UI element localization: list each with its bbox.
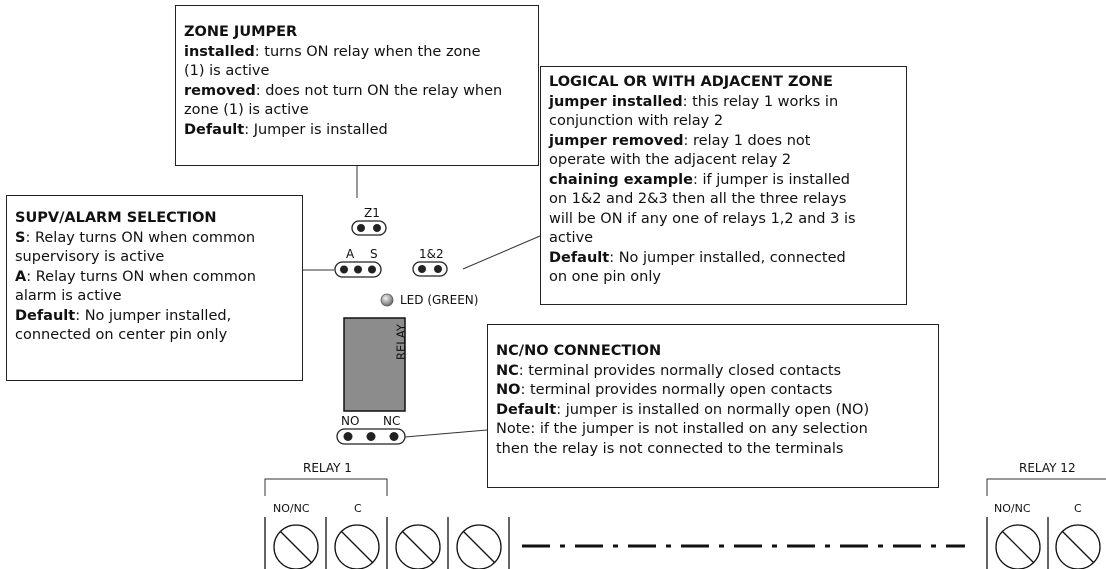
nonc-label-relay12: NO/NC [994, 502, 1031, 515]
removed-key: removed [184, 82, 256, 99]
supv-alarm-title: SUPV/ALARM SELECTION [15, 210, 217, 226]
zone-jumper-line1: : turns ON relay when the zone [254, 43, 481, 60]
nc-no-line4: Note: if the jumper is not installed on … [496, 421, 868, 437]
zone-jumper-line4: zone (1) is active [184, 102, 309, 118]
logical-or-line6: on 1&2 and 2&3 then all the three relays [549, 191, 847, 207]
nc-no-line2: : terminal provides normally open contac… [520, 382, 833, 398]
nc-no-jumper [336, 428, 406, 445]
zone-jumper-line3: : does not turn ON the relay when [255, 82, 503, 99]
relay-label: RELAY [394, 324, 408, 360]
s-key: S [15, 229, 26, 246]
supv-line3: : Relay turns ON when common [26, 268, 256, 285]
a-label: A [346, 247, 355, 261]
jumper-installed-key: jumper installed [549, 93, 683, 110]
no-label: NO [341, 414, 360, 428]
z1-jumper [351, 220, 387, 236]
led-label: LED (GREEN) [400, 293, 479, 307]
supv-alarm-callout: SUPV/ALARM SELECTION S: Relay turns ON w… [6, 195, 303, 381]
c-label-relay1: C [354, 502, 362, 515]
nc-no-line3: : jumper is installed on normally open (… [556, 401, 870, 418]
nc-no-leader [404, 429, 488, 438]
supv-line6: connected on center pin only [15, 327, 228, 343]
logical-or-leader [462, 235, 541, 270]
nc-no-callout: NC/NO CONNECTION NC: terminal provides n… [487, 324, 939, 488]
logical-or-line9: : No jumper installed, connected [609, 249, 846, 266]
nc-no-line1: : terminal provides normally closed cont… [518, 362, 842, 379]
nc-label: NC [383, 414, 401, 428]
logical-or-callout: LOGICAL OR WITH ADJACENT ZONE jumper ins… [540, 66, 907, 305]
terminal-block-right [986, 517, 1049, 569]
logical-or-line2: conjunction with relay 2 [549, 113, 724, 129]
zone-jumper-line2: (1) is active [184, 63, 270, 79]
logical-or-line5: : if jumper is installed [692, 171, 850, 188]
a-key: A [15, 268, 27, 285]
logical-or-line1: : this relay 1 works in [682, 93, 839, 110]
supv-default-key: Default [15, 307, 76, 324]
logical-or-line7: will be ON if any one of relays 1,2 and … [549, 210, 856, 227]
nonc-label-relay1: NO/NC [273, 502, 310, 515]
no-key: NO [496, 382, 521, 398]
c-label-relay12: C [1074, 502, 1082, 515]
supv-line1: : Relay turns ON when common [25, 229, 256, 246]
relay-body [343, 317, 406, 412]
zone-jumper-line5: : Jumper is installed [244, 121, 388, 138]
nc-no-default-key: Default [496, 401, 557, 418]
logical-or-line4: operate with the adjacent relay 2 [549, 152, 792, 168]
relay12-label: RELAY 12 [1019, 461, 1076, 475]
z1-label: Z1 [364, 206, 380, 220]
one-two-label: 1&2 [419, 247, 444, 261]
jumper-removed-key: jumper removed [549, 132, 684, 149]
relay1-bracket [264, 478, 388, 496]
zone-jumper-callout: ZONE JUMPER installed: turns ON relay wh… [175, 5, 539, 166]
terminal-screws-right [995, 524, 1101, 569]
logical-or-default-key: Default [549, 249, 610, 266]
nc-no-title: NC/NO CONNECTION [496, 343, 662, 359]
zone-jumper-title: ZONE JUMPER [184, 24, 298, 40]
supv-line5: : No jumper installed, [75, 307, 232, 324]
logical-or-line10: on one pin only [549, 269, 661, 285]
supv-line2: supervisory is active [15, 249, 165, 265]
logical-or-line3: : relay 1 does not [683, 132, 811, 149]
terminal-screws-left [273, 524, 502, 569]
supv-line4: alarm is active [15, 288, 122, 304]
installed-key: installed [184, 43, 255, 60]
default-key: Default [184, 121, 245, 138]
led-indicator [380, 293, 394, 307]
chaining-example-key: chaining example [549, 171, 693, 188]
logical-or-jumper [412, 261, 448, 277]
relay1-label: RELAY 1 [303, 461, 352, 475]
logical-or-title: LOGICAL OR WITH ADJACENT ZONE [549, 74, 833, 90]
relay12-bracket [986, 478, 1106, 496]
terminal-block-left [264, 517, 510, 569]
supv-alarm-jumper [334, 261, 382, 278]
s-label: S [370, 247, 378, 261]
nc-no-line5: then the relay is not connected to the t… [496, 440, 844, 457]
logical-or-line8: active [549, 230, 594, 246]
nc-key: NC [496, 362, 519, 379]
